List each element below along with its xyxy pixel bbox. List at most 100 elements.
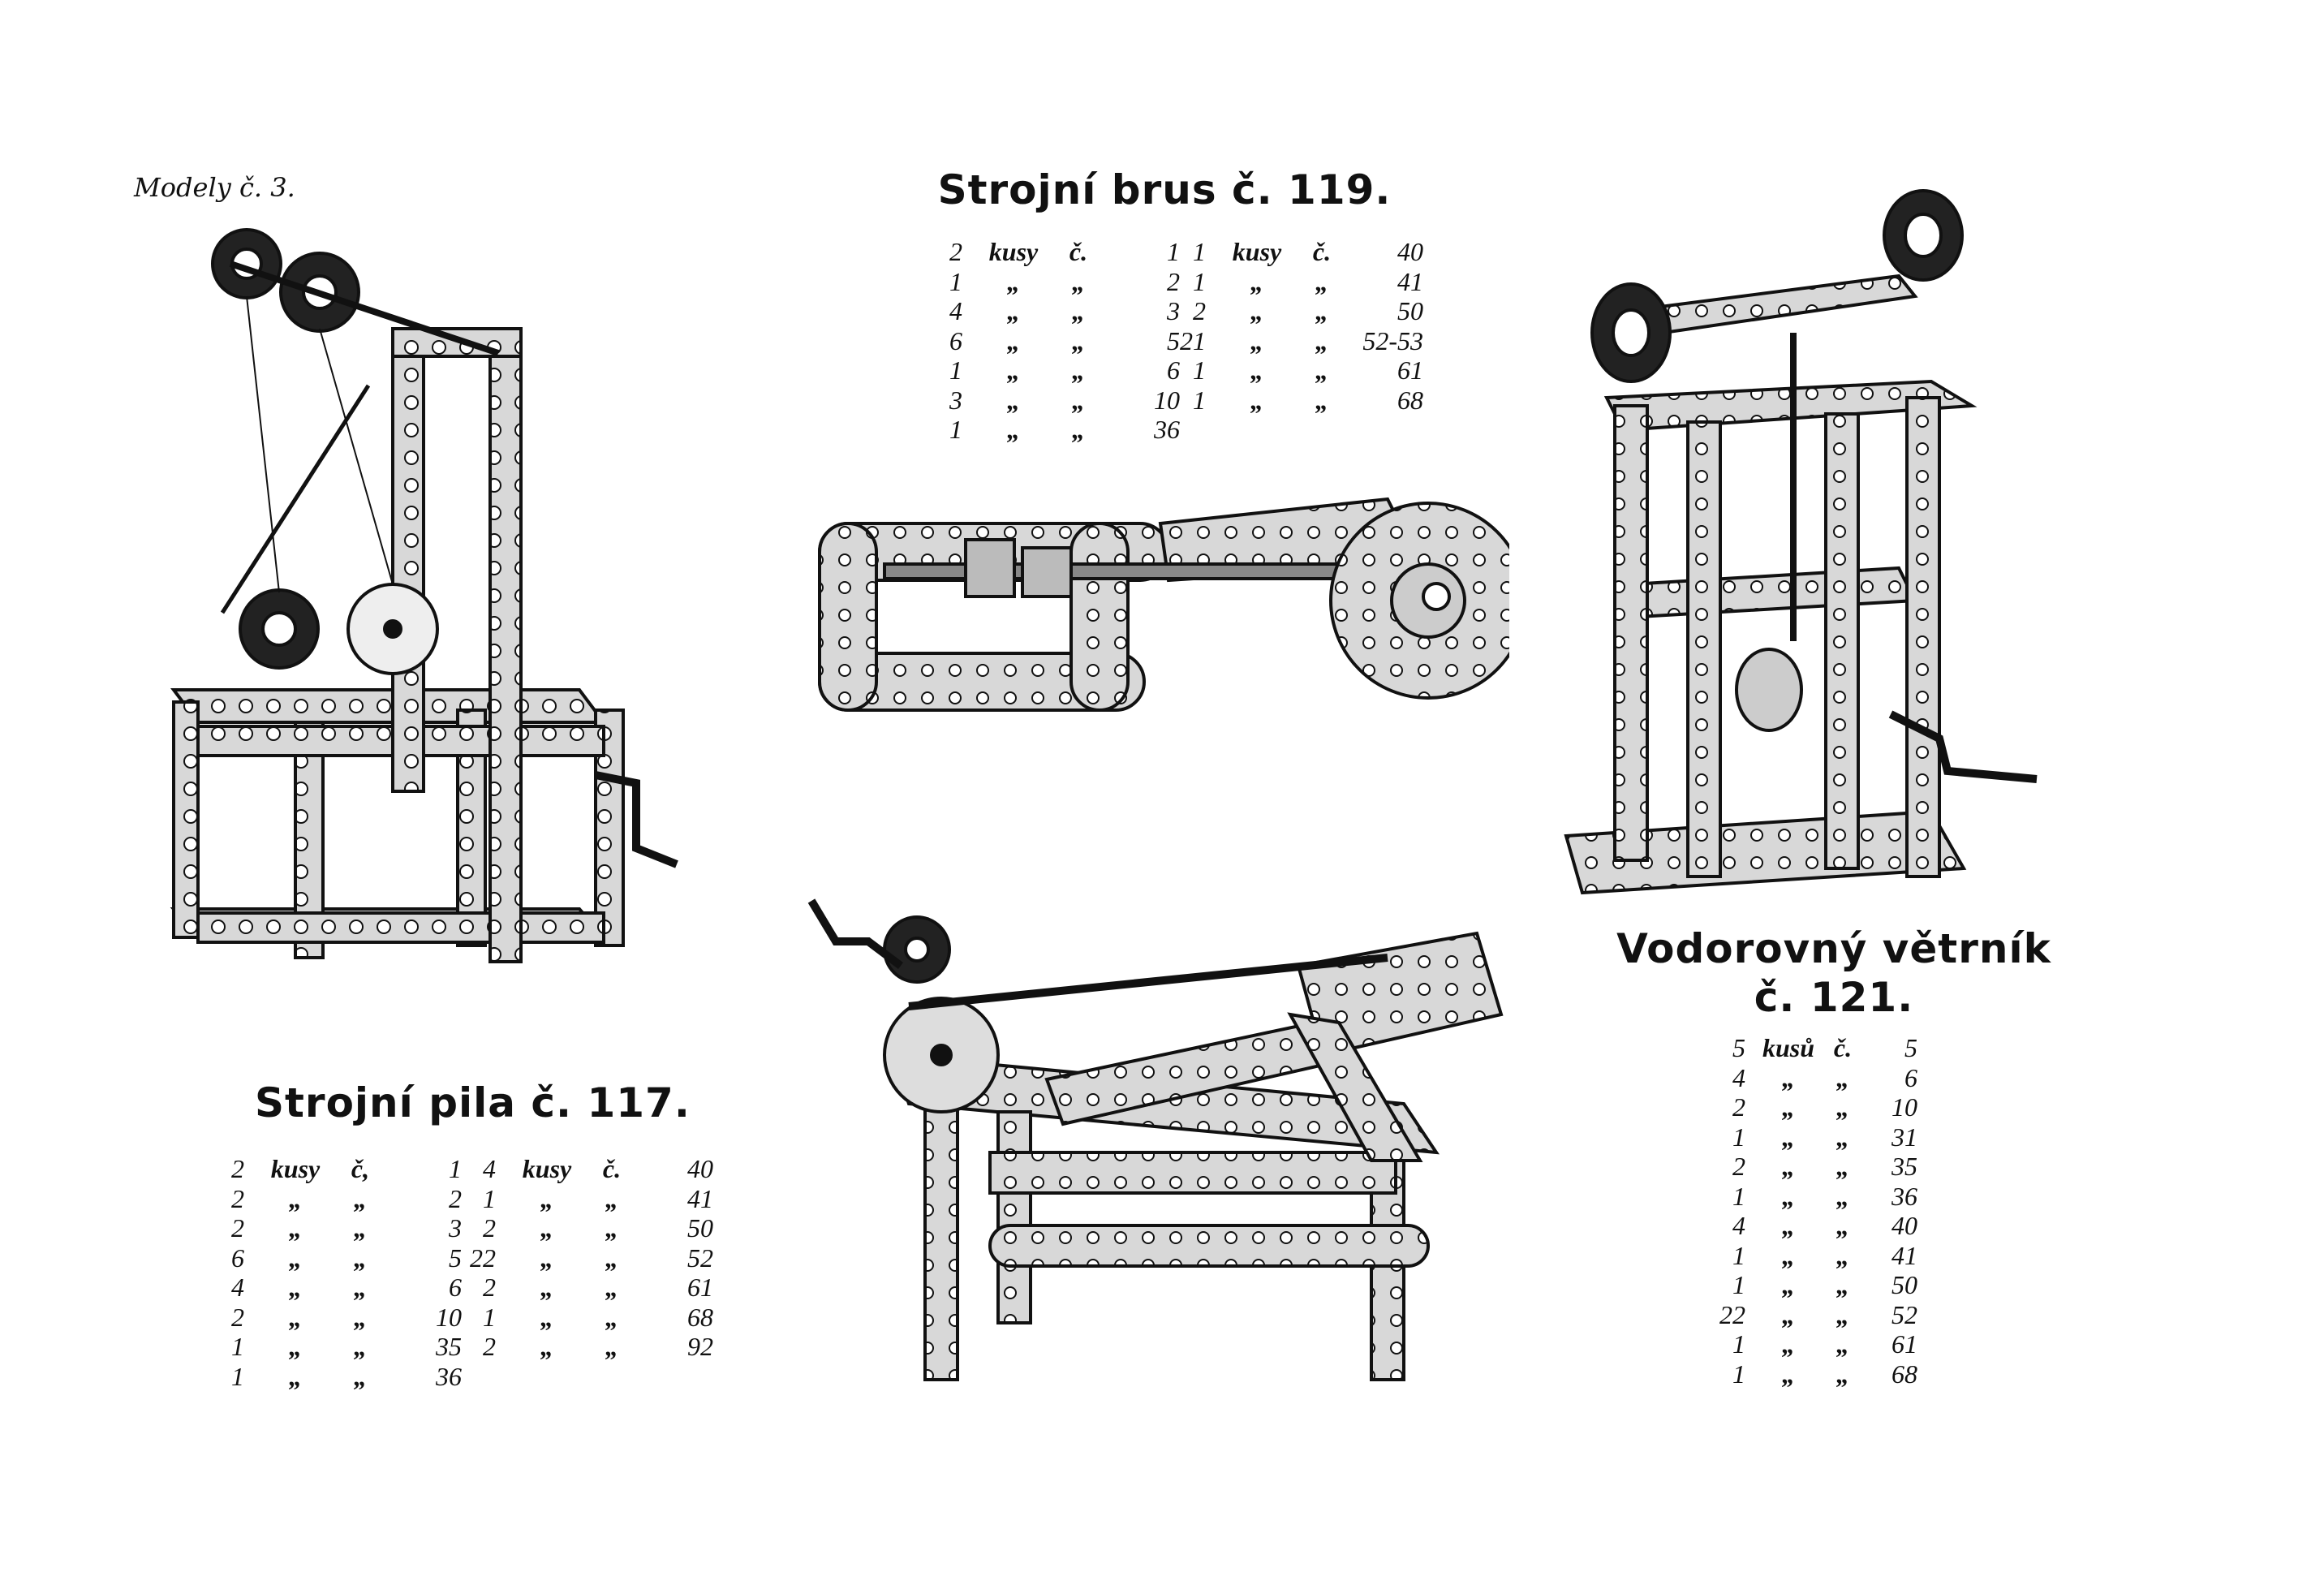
parts-part-number: 10 <box>1154 385 1180 415</box>
parts-part-number: 40 <box>1397 237 1423 266</box>
parts-part-number: 40 <box>1891 1211 1917 1240</box>
parts-unit: „ <box>1782 1062 1795 1092</box>
parts-unit: „ <box>289 1361 302 1391</box>
parts-quantity: 1 <box>949 266 962 296</box>
parts-part-number: 40 <box>687 1154 713 1183</box>
parts-number-label: „ <box>354 1243 367 1273</box>
parts-quantity: 1 <box>1193 266 1206 296</box>
parts-unit: „ <box>1007 296 1020 325</box>
parts-quantity: 2 <box>1732 1092 1745 1122</box>
parts-unit: „ <box>1007 355 1020 385</box>
parts-part-number: 52 <box>1891 1299 1917 1329</box>
parts-unit: „ <box>1782 1240 1795 1270</box>
parts-row: 4„„6 <box>215 1273 462 1303</box>
parts-unit: kusy <box>522 1154 572 1183</box>
parts-row: 2„„50 <box>467 1213 713 1243</box>
parts-unit: „ <box>1782 1359 1795 1389</box>
parts-row: 1„„35 <box>215 1332 462 1362</box>
parts-part-number: 1 <box>1167 237 1180 266</box>
parts-quantity: 2 <box>483 1273 496 1302</box>
parts-row: 1„„36 <box>1716 1182 1917 1212</box>
parts-row: 22„„52 <box>467 1243 713 1273</box>
parts-number-label: „ <box>605 1302 618 1332</box>
parts-row: 1„„36 <box>933 415 1180 445</box>
parts-quantity: 1 <box>949 415 962 444</box>
parts-part-number: 35 <box>1891 1152 1917 1181</box>
parts-quantity: 2 <box>483 1332 496 1361</box>
parts-part-number: 41 <box>687 1183 713 1213</box>
parts-row: 2„„2 <box>215 1184 462 1214</box>
parts-quantity: 1 <box>483 1183 496 1213</box>
parts-unit: „ <box>1782 1270 1795 1299</box>
parts-part-number: 6 <box>1167 355 1180 385</box>
machine-illustration <box>807 898 1504 1381</box>
parts-quantity: 22 <box>470 1243 496 1273</box>
parts-row: 3„„10 <box>933 385 1180 416</box>
parts-unit: „ <box>1250 266 1263 296</box>
parts-unit: kusů <box>1762 1033 1815 1062</box>
parts-number-label: „ <box>354 1302 367 1332</box>
parts-part-number: 68 <box>1397 385 1423 415</box>
fan-title-line1: Vodorovný větrník <box>1616 925 2051 972</box>
parts-number-label: „ <box>1072 415 1085 444</box>
parts-unit: „ <box>1007 415 1020 444</box>
parts-number-label: „ <box>1072 266 1085 296</box>
parts-quantity: 1 <box>231 1361 244 1391</box>
parts-quantity: 4 <box>1732 1211 1745 1240</box>
parts-part-number: 41 <box>1397 266 1423 296</box>
parts-part-number: 5 <box>1904 1033 1917 1062</box>
parts-unit: kusy <box>988 237 1039 266</box>
parts-row: 4„„6 <box>1716 1063 1917 1093</box>
parts-number-label: č. <box>1833 1033 1853 1062</box>
parts-quantity: 2 <box>231 1213 244 1243</box>
parts-part-number: 6 <box>1904 1062 1917 1092</box>
parts-unit: „ <box>289 1183 302 1213</box>
parts-row: 2„„3 <box>215 1213 462 1243</box>
parts-unit: „ <box>1782 1329 1795 1359</box>
parts-quantity: 2 <box>483 1213 496 1243</box>
parts-unit: kusy <box>1232 237 1282 266</box>
parts-row: 2„„10 <box>1716 1092 1917 1122</box>
parts-quantity: 2 <box>231 1154 244 1183</box>
parts-quantity: 2 <box>1732 1152 1745 1181</box>
parts-part-number: 2 <box>1167 266 1180 296</box>
parts-quantity: 1 <box>1732 1122 1745 1152</box>
parts-unit: „ <box>540 1332 553 1361</box>
parts-number-label: „ <box>1315 325 1328 355</box>
parts-part-number: 92 <box>687 1332 713 1361</box>
parts-number-label: č. <box>602 1154 622 1183</box>
parts-unit: „ <box>1250 385 1263 415</box>
parts-number-label: „ <box>605 1243 618 1273</box>
parts-number-label: „ <box>605 1183 618 1213</box>
parts-quantity: 22 <box>1719 1299 1745 1329</box>
parts-unit: „ <box>540 1213 553 1243</box>
parts-number-label: „ <box>1315 266 1328 296</box>
parts-number-label: „ <box>605 1213 618 1243</box>
parts-number-label: „ <box>354 1183 367 1213</box>
parts-unit: „ <box>289 1332 302 1361</box>
parts-part-number: 10 <box>1891 1092 1917 1122</box>
parts-quantity: 1 <box>1732 1181 1745 1211</box>
parts-unit: „ <box>1782 1181 1795 1211</box>
grinder-illustration <box>818 497 1509 712</box>
parts-part-number: 5 <box>449 1243 462 1273</box>
parts-part-number: 36 <box>436 1361 462 1391</box>
parts-unit: „ <box>540 1183 553 1213</box>
parts-part-number: 61 <box>1397 355 1423 385</box>
parts-quantity: 4 <box>949 296 962 325</box>
parts-number-label: „ <box>1836 1122 1849 1152</box>
parts-number-label: „ <box>605 1273 618 1302</box>
parts-quantity: 4 <box>483 1154 496 1183</box>
parts-quantity: 2 <box>231 1183 244 1213</box>
parts-quantity: 4 <box>231 1273 244 1302</box>
horizontal-fan-illustration <box>1564 189 2038 895</box>
parts-unit: kusy <box>270 1154 321 1183</box>
parts-unit: „ <box>1250 355 1263 385</box>
parts-unit: „ <box>1782 1122 1795 1152</box>
